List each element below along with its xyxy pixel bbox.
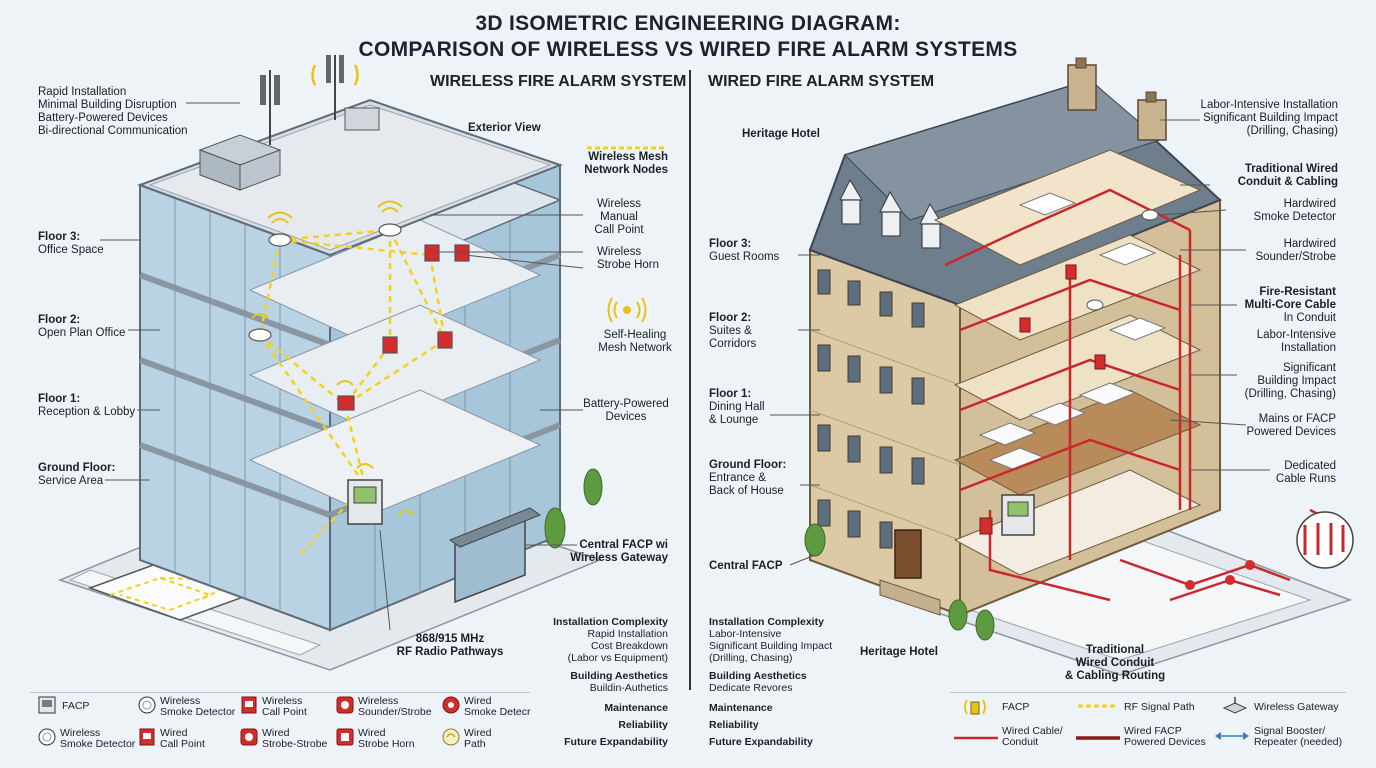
wired-strobe-horn-icon [336,728,354,746]
legend-facp: FACP [38,696,89,719]
wireless-smoke-detector-icon [138,696,156,714]
legend-wireless-gateway: Wireless Gateway [1222,696,1339,721]
wireless-strobe-icon [240,728,258,746]
wireless-ground-floor-label: Ground Floor:Service Area [38,462,116,487]
wired-path-icon [442,728,460,746]
legend-wired-smoke: Wired Smoke Detecr [442,696,531,719]
wireless-floor-2-label: Floor 2:Open Plan Office [38,314,126,339]
legend-wired-strobe: Wired Strobe-Strobe [240,728,327,751]
legend-right-facp: FACP [962,696,1029,721]
wireless-floor-3-label: Floor 3:Office Space [38,231,104,256]
legend-wireless-smoke: Wireless Smoke Detector [138,696,235,719]
wired-floor-1-label: Floor 1:Dining Hall& Lounge [709,388,765,426]
wireless-building-illustration [57,55,667,671]
heritage-hotel-label: Heritage Hotel [742,128,820,140]
wired-floor-3-label: Floor 3:Guest Rooms [709,238,780,263]
wireless-gateway-icon [1222,697,1248,714]
legend-wireless-call-point: Wireless Call Point [240,696,307,719]
facp-wireless-icon [964,699,986,715]
diagram-title-line2: COMPARISON OF WIRELESS VS WIRED FIRE ALA… [358,38,1018,61]
signal-booster-icon [1215,732,1249,740]
diagram-title-line1: 3D ISOMETRIC ENGINEERING DIAGRAM: [475,12,901,35]
wireless-floor-1-label: Floor 1:Reception & Lobby [38,393,136,418]
wireless-benefits-list: Rapid Installation Minimal Building Disr… [38,86,188,138]
benefit-battery-powered: Battery-Powered Devices [38,112,168,124]
wired-building-illustration [770,57,1354,676]
wired-facp-icon [1076,736,1120,740]
legend-left-divider [30,692,530,693]
legend-wireless-sounder: Wireless Sounder/Strobe [336,696,432,719]
wired-smoke-detector-icon [442,696,460,714]
wired-floor-2-label: Floor 2:Suites &Corridors [709,312,757,350]
wireless-smoke-detector-icon [38,728,56,746]
wired-heading: WIRED FIRE ALARM SYSTEM [708,73,935,90]
legend-wired-facp: Wired FACP Powered Devices [1076,726,1206,751]
legend-wired-call-point: Wired Call Point [138,728,205,751]
legend-wired-cable: Wired Cable/ Conduit [954,726,1063,751]
benefit-minimal-disruption: Minimal Building Disruption [38,99,177,111]
wireless-comparison: Installation Complexity Rapid Installati… [553,616,668,748]
heritage-hotel-bottom-label: Heritage Hotel [860,646,938,658]
wired-ground-floor-label: Ground Floor:Entrance &Back of House [709,459,787,497]
section-divider [689,70,691,690]
wired-cable-icon [954,736,998,740]
benefit-bidirectional: Bi-directional Communication [38,125,188,137]
wireless-heading: WIRELESS FIRE ALARM SYSTEM [430,73,687,90]
rf-signal-path-icon [1078,704,1118,708]
wired-call-point-icon [139,728,155,746]
benefit-rapid-installation: Rapid Installation [38,86,127,98]
wireless-call-point-icon [241,696,257,714]
legend-wired-strobe-horn: Wired Strobe Horn [336,728,415,751]
exterior-view-label: Exterior View [468,122,541,134]
legend-rf-signal-path: RF Signal Path [1078,696,1195,721]
legend-wireless-smoke-2: Wireless Smoke Detector [38,728,135,751]
wireless-sounder-strobe-icon [336,696,354,714]
legend-right-divider [950,692,1346,693]
wired-comparison: Installation Complexity Labor-Intensive … [709,616,833,748]
legend-wired-path: Wired Path [442,728,491,751]
central-facp-wired-label: Central FACP [709,560,783,572]
facp-icon [38,696,56,714]
legend-signal-booster: Signal Booster/ Repeater (needed) [1214,726,1342,751]
